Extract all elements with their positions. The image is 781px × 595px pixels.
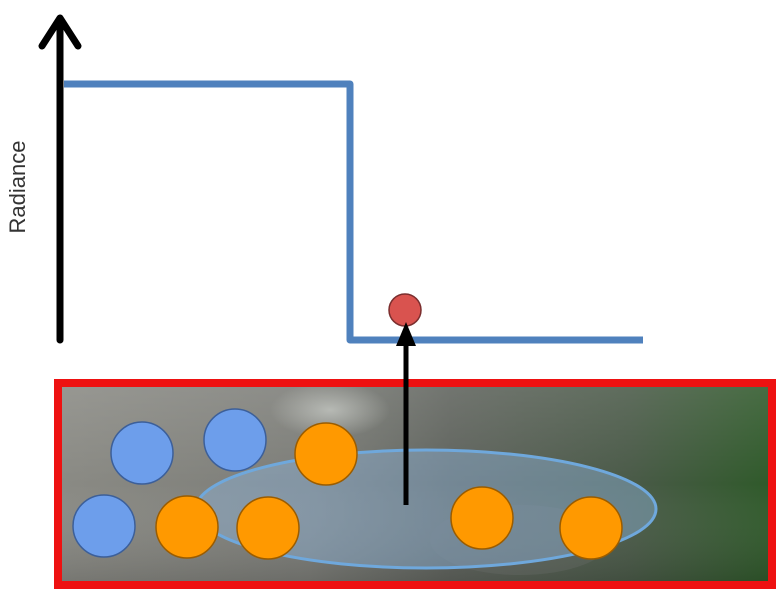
orange-sample-4 xyxy=(450,486,514,550)
lookup-arrowhead xyxy=(396,322,416,346)
blue-sample-1 xyxy=(110,421,174,485)
blue-sample-2 xyxy=(203,408,267,472)
y-axis-arrowhead xyxy=(38,14,82,50)
orange-sample-3 xyxy=(236,496,300,560)
y-axis-label: Radiance xyxy=(5,141,30,234)
orange-sample-2 xyxy=(155,495,219,559)
orange-sample-1 xyxy=(294,422,358,486)
radiance-step-curve xyxy=(64,80,643,344)
image-frame-border xyxy=(54,379,776,589)
blue-sample-3 xyxy=(72,494,136,558)
orange-sample-5 xyxy=(559,496,623,560)
sample-point-on-curve xyxy=(388,293,422,327)
